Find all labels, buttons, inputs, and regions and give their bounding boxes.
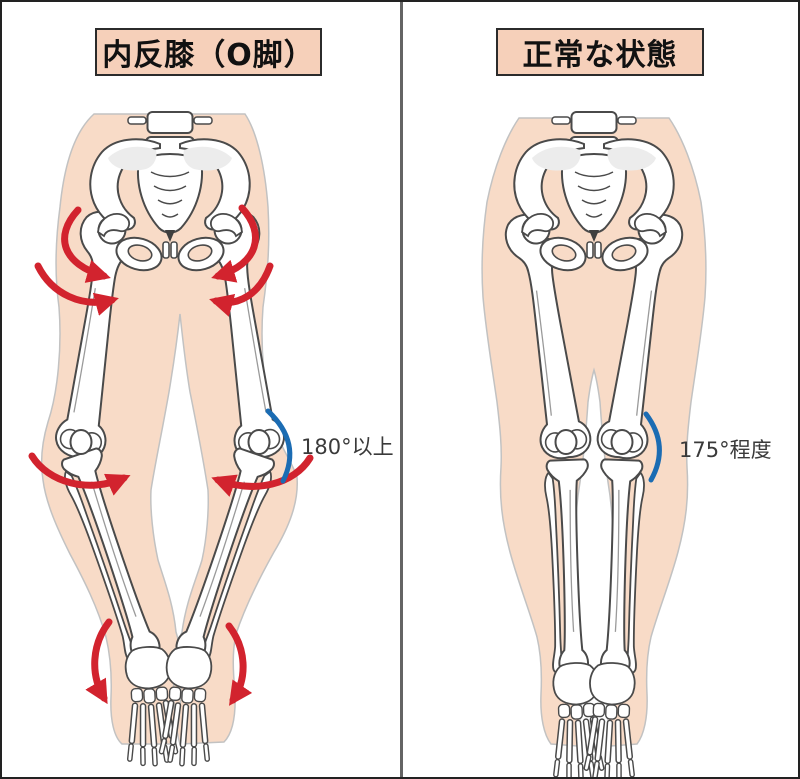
foot-right-varus <box>161 646 213 765</box>
rotation-arrow-thigh-left-icon <box>34 262 119 316</box>
rotation-arrow-ankle-left-icon <box>85 618 113 705</box>
rotation-arrow-hip-upper-right-icon <box>211 204 259 283</box>
title-varus-knee: 内反膝（O脚） <box>95 28 322 76</box>
patella-right-normal <box>610 429 634 455</box>
rotation-arrow-ankle-right-icon <box>225 622 253 706</box>
angle-arc-normal <box>643 411 662 483</box>
rotation-arrow-thigh-right-icon <box>209 262 274 317</box>
patella-left-varus <box>69 429 93 455</box>
rotation-arrow-hip-upper-left-icon <box>61 206 111 283</box>
angle-arc-varus <box>265 408 293 484</box>
angle-label-normal: 175°程度 <box>679 438 772 462</box>
patella-left-normal <box>554 429 578 455</box>
foot-right-normal <box>586 662 636 777</box>
patella-right-varus <box>247 429 271 455</box>
rotation-arrows-red <box>28 204 314 706</box>
rotation-arrow-knee-left-icon <box>28 452 131 496</box>
title-normal-state: 正常な状態 <box>496 28 704 76</box>
panel-divider <box>400 2 403 777</box>
panel-normal-illustration <box>481 112 707 777</box>
panel-varus-illustration <box>28 112 314 765</box>
rotation-arrow-knee-right-icon <box>211 454 314 497</box>
angle-label-varus: 180°以上 <box>301 435 394 459</box>
